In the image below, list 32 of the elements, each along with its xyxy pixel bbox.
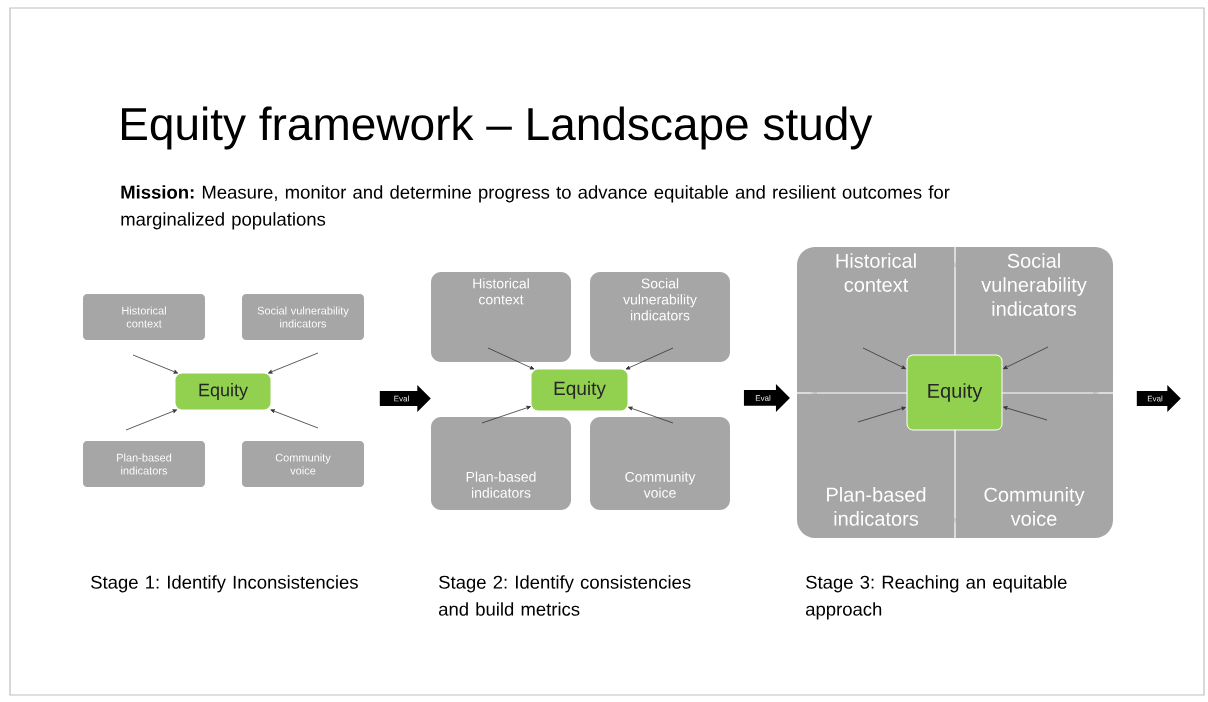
category-box: Historical context [83,294,205,340]
title: Equity framework – Landscape study [122,106,873,150]
arrow [132,354,179,374]
category-box: Plan-based indicators [83,441,205,487]
arrow [1003,346,1049,370]
node-label: Community voice [984,487,1085,526]
arrow [270,409,319,429]
category-box: Community voice [590,417,730,510]
equity-box: Equity [906,354,1003,431]
arrow [625,347,674,370]
arrow [268,352,319,374]
mission-statement: Mission: Measure, monitor and determine progress to advance equitable and resilient outcomes for marginalized populations [121,185,950,230]
category-box: Social vulnerability indicators [590,272,730,362]
equity-box: Equity [175,373,271,410]
arrow [487,347,535,370]
category-box: Social vulnerability indicators [242,294,364,340]
category-box: Plan-based indicators [431,417,571,510]
category-box: Historical context [431,272,571,362]
node-label: Social vulnerability indicators [981,253,1087,316]
arrow [125,409,178,431]
arrow [862,347,906,370]
arrow [1003,406,1048,421]
arrow [481,405,531,424]
equity-box: Equity [531,369,628,411]
stage-caption: Stage 2: Identify consistencies and build metrics [439,575,691,616]
stage-caption: Stage 1: Identify Inconsistencies [91,575,358,593]
node-label: Historical context [836,253,916,292]
arrow [857,406,906,423]
stage-caption: Stage 3: Reaching an equitable approach [806,575,1067,620]
node-label: Plan-based indicators [827,487,926,526]
arrow [628,406,674,424]
category-box: Community voice [242,441,364,487]
